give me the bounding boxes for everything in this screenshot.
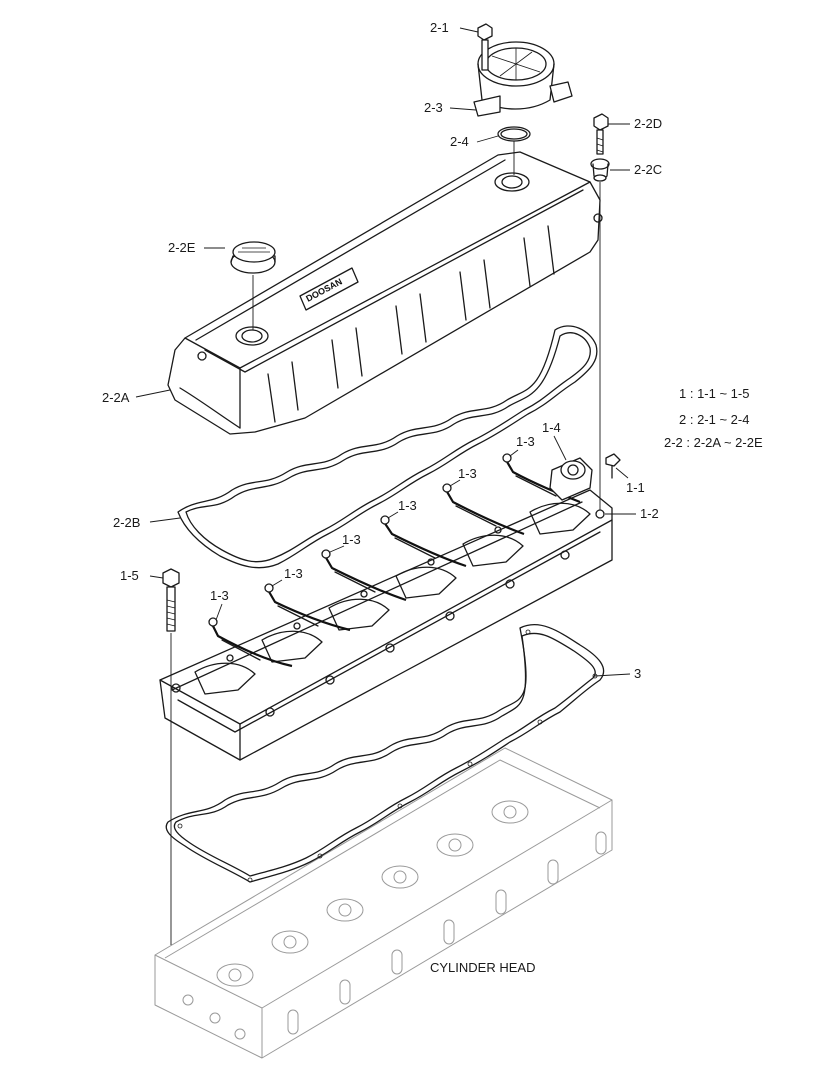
callout-2-3: 2-3 [424,100,443,115]
callout-1-5: 1-5 [120,568,139,583]
callout-1-1: 1-1 [626,480,645,495]
callout-2-2E: 2-2E [168,240,196,255]
cover-gasket [177,325,598,569]
callout-1-3-e: 1-3 [458,466,477,481]
carrier-bolt-holes [171,509,605,717]
harness-connector [549,457,593,501]
long-bolt [162,568,180,632]
carrier-bays [194,502,591,695]
callout-1-2: 1-2 [640,506,659,521]
callout-2-4: 2-4 [450,134,469,149]
callout-2-2B: 2-2B [113,515,140,530]
callout-1-4: 1-4 [542,420,561,435]
callout-1-3-b: 1-3 [284,566,303,581]
rocker-carrier-housing [159,489,613,761]
cover-grommet [590,158,610,182]
cylinder-head-label: CYLINDER HEAD [430,960,535,975]
harness-clip-1 [208,617,293,668]
callout-1-3-a: 1-3 [210,588,229,603]
crankcase-breather-icon [473,41,573,117]
callout-1-3-c: 1-3 [342,532,361,547]
callout-1-3-f: 1-3 [516,434,535,449]
callout-2-1: 2-1 [430,20,449,35]
cylinder-head-ports [182,800,607,1040]
valve-cover [167,151,603,435]
connector-bolt [605,453,621,479]
harness-clips [208,453,581,668]
harness-clip-6 [502,453,581,504]
callout-2-2C: 2-2C [634,162,662,177]
callout-3: 3 [634,666,641,681]
cover-bolt [593,113,609,155]
cylinder-head [154,747,613,1059]
legend-line-3: 2-2 : 2-2A ~ 2-2E [664,435,763,450]
callout-1-3-d: 1-3 [398,498,417,513]
callout-2-2D: 2-2D [634,116,662,131]
valve-cover-ribs [267,225,555,423]
legend-line-1: 1 : 1-1 ~ 1-5 [679,386,749,401]
breather-o-ring [497,126,531,142]
harness-clip-4 [380,515,467,568]
harness-clip-3 [321,549,407,602]
oil-filler-cap-icon [230,241,276,274]
callout-2-2A: 2-2A [102,390,130,405]
harness-clip-5 [442,483,525,536]
legend-line-2: 2 : 2-1 ~ 2-4 [679,412,749,427]
harness-clip-2 [264,583,351,632]
breather-bolt [477,23,493,71]
legend: 1 : 1-1 ~ 1-5 2 : 2-1 ~ 2-4 2-2 : 2-2A ~… [664,386,763,450]
